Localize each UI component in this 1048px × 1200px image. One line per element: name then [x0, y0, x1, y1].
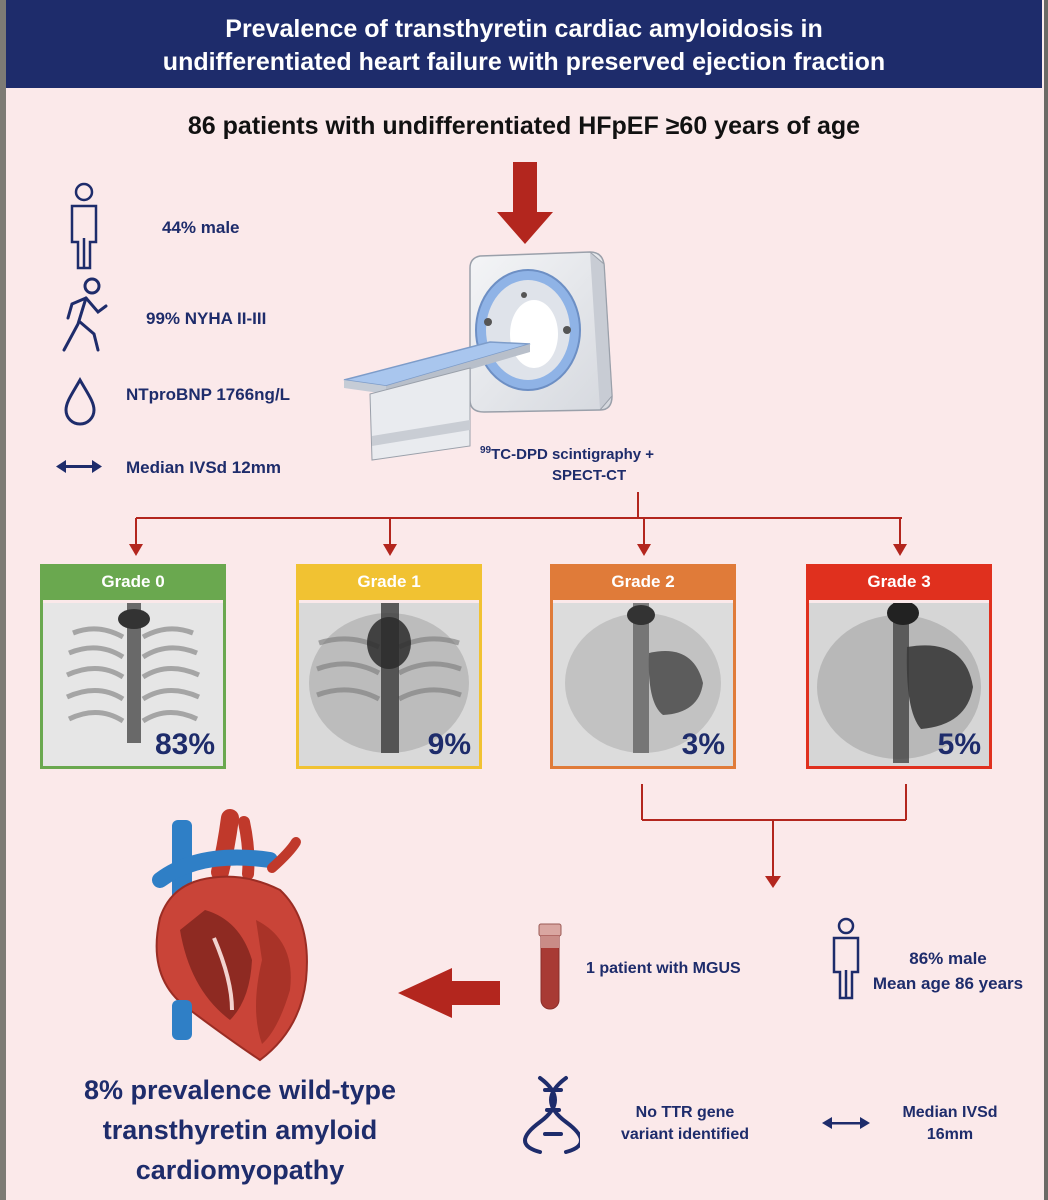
stat-ntprobnp: NTproBNP 1766ng/L	[126, 385, 291, 404]
conclusion-line-3: cardiomyopathy	[135, 1155, 345, 1185]
grade-3-card: Grade 3 5%	[806, 564, 992, 769]
scan-label-line-1: TC-DPD scintigraphy +	[491, 446, 655, 463]
population-heading: 86 patients with undifferentiated HFpEF …	[187, 112, 861, 140]
grade-1-header: Grade 1	[296, 564, 482, 600]
grade-1-percent: 9%	[427, 728, 471, 761]
cohort-age: Mean age 86 years	[872, 974, 1024, 993]
double-arrow-icon	[822, 1117, 870, 1129]
grade-3-percent: 5%	[937, 728, 981, 761]
grade-3-header: Grade 3	[806, 564, 992, 600]
grade-2-scintigraphy-image	[553, 603, 733, 766]
droplet-icon	[64, 376, 96, 426]
isotope-superscript: 99	[480, 445, 492, 456]
merge-bracket	[641, 784, 907, 878]
left-arrow-icon	[398, 968, 500, 1018]
grade-3-scintigraphy-image	[809, 603, 989, 766]
down-arrow-icon	[497, 162, 553, 244]
conclusion-line-1: 8% prevalence wild-type	[83, 1075, 397, 1105]
spect-ct-scanner-illustration	[343, 251, 613, 461]
ivsd-line-1: Median IVSd	[902, 1104, 998, 1121]
stat-ivsd: Median IVSd 12mm	[126, 458, 281, 477]
grade-bracket	[135, 492, 902, 548]
baseline-icons	[56, 182, 108, 473]
grade-0-card: Grade 0 83%	[40, 564, 226, 769]
scan-label-line-2: SPECT-CT	[552, 467, 627, 484]
gene-line-2: variant identified	[620, 1126, 750, 1143]
dna-icon	[523, 1076, 580, 1154]
grade-0-header: Grade 0	[40, 564, 226, 600]
grade-2-card: Grade 2 3%	[550, 564, 736, 769]
grade-0-scintigraphy-image	[43, 603, 223, 766]
blood-tube-icon	[538, 923, 562, 1010]
cohort-male: 86% male	[909, 949, 987, 968]
grade-2-header: Grade 2	[550, 564, 736, 600]
title-line-2: undifferentiated heart failure with pres…	[162, 48, 886, 76]
stat-male: 44% male	[162, 218, 240, 237]
grade-1-scintigraphy-image	[299, 603, 479, 766]
grade-1-card: Grade 1 9%	[296, 564, 482, 769]
cohort-text: 86% male Mean age 86 years	[860, 946, 1036, 996]
scan-label: 99TC-DPD scintigraphy + SPECT-CT	[480, 440, 654, 486]
frame-left-edge	[0, 0, 6, 1200]
conclusion-line-2: transthyretin amyloid	[102, 1115, 378, 1145]
cohort-person-icon	[832, 917, 860, 1000]
double-arrow-icon	[56, 460, 102, 473]
conclusion-text: 8% prevalence wild-type transthyretin am…	[40, 1070, 440, 1190]
frame-right-edge	[1044, 0, 1048, 1200]
grade-0-percent: 83%	[154, 728, 215, 761]
gene-line-1: No TTR gene	[635, 1104, 735, 1121]
grade-2-percent: 3%	[681, 728, 725, 761]
title-line-1: Prevalence of transthyretin cardiac amyl…	[225, 15, 823, 43]
gene-text: No TTR gene variant identified	[600, 1102, 770, 1146]
mgus-text: 1 patient with MGUS	[586, 960, 741, 977]
walking-person-icon	[62, 277, 108, 352]
ivsd-line-2: 16mm	[926, 1126, 974, 1143]
stat-nyha: 99% NYHA II-III	[146, 309, 267, 328]
heart-illustration	[152, 809, 308, 1062]
person-icon	[70, 182, 98, 270]
title-banner: Prevalence of transthyretin cardiac amyl…	[6, 0, 1042, 88]
ivsd-text: Median IVSd 16mm	[880, 1102, 1020, 1146]
